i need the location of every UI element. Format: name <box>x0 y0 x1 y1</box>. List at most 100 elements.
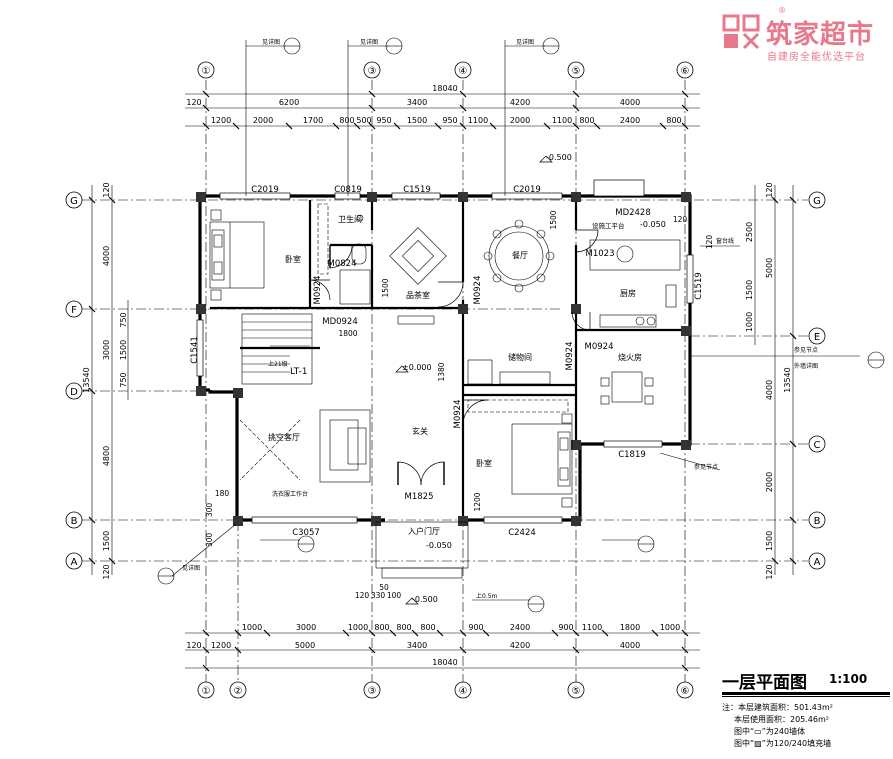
note-area-1: 注：本层建筑面积：501.43m² <box>722 703 833 712</box>
dim-right-main-4: 1500 <box>765 531 774 551</box>
dim-top-detail-2: 2000 <box>253 116 273 125</box>
dim-top-detail-6: 950 <box>376 116 391 125</box>
dim-300-b: 300 <box>205 533 214 548</box>
room-dining: 餐厅 <box>512 251 528 260</box>
axis-top-1: ① <box>202 66 211 77</box>
title-underline-thin <box>722 696 890 697</box>
dim-bottom-main-2: 5000 <box>295 641 315 650</box>
window-C1519: C1519 <box>403 185 431 195</box>
dim-bottom-total: 18040 <box>432 658 457 667</box>
level-zero: ±0.000 <box>402 363 432 372</box>
dim-right-detail-2: 1500 <box>745 280 754 300</box>
dim-top-edge-left: 120 <box>186 98 201 107</box>
dim-top-detail-11: 1100 <box>552 116 572 125</box>
dim-right-total: 13540 <box>783 367 792 392</box>
detail-ref-1: 见详图 <box>262 38 280 46</box>
title-underline <box>722 692 890 695</box>
dim-top-detail-10: 2000 <box>510 116 530 125</box>
window-C2019-a: C2019 <box>251 185 279 195</box>
axis-top-6: ⑥ <box>681 66 690 77</box>
left-callout-note: 见详图 <box>182 564 200 572</box>
dim-top-detail-8: 950 <box>442 116 457 125</box>
dim-left-edge-bottom: 120 <box>102 564 111 579</box>
room-storage: 储物间 <box>508 352 532 362</box>
dim-top-detail-3: 1700 <box>303 116 323 125</box>
level-top: -0.500 <box>546 153 572 162</box>
dim-bottom-detail-10: 1100 <box>582 623 602 632</box>
drawing-title-block: 一层平面图 1:100 注：本层建筑面积：501.43m² 本层使用面积：205… <box>722 668 892 758</box>
door-M1825: M1825 <box>405 492 434 502</box>
window-C2019-b: C2019 <box>513 185 541 195</box>
dim-bottom-main-1: 1200 <box>211 641 231 650</box>
door-M0924-c: M0924 <box>453 400 463 429</box>
step-note: 上0.5m <box>476 592 498 600</box>
axis-right-C: C <box>814 440 821 451</box>
note-area-2: 本层使用面积：205.46m² <box>734 715 829 724</box>
window-C3057: C3057 <box>292 528 320 538</box>
axis-top-4: ④ <box>459 66 468 77</box>
dim-top-detail-9: 1100 <box>468 116 488 125</box>
room-living: 挑空客厅 <box>268 432 300 442</box>
room-outdoor-kitchen: 烧火房 <box>618 352 642 362</box>
dim-330: 330 <box>371 591 386 600</box>
dim-bottom-main-5: 4000 <box>620 641 640 650</box>
axis-top-3: ③ <box>368 66 377 77</box>
washing-table: 洗衣服工作台 <box>272 490 308 498</box>
dim-bottom-main-3: 3400 <box>407 641 427 650</box>
dim-right-edge-bottom: 120 <box>765 564 774 579</box>
room-bathroom: 卫生间 <box>338 214 362 224</box>
note-wall-1: 图中“▭”为240墙体 <box>734 727 806 736</box>
stair-note: 上21级 <box>268 360 288 368</box>
room-foyer: 玄关 <box>412 426 428 436</box>
kitchen-platform-note: 设施工平台 <box>592 221 625 230</box>
dim-bottom-detail-2: 3000 <box>296 623 316 632</box>
window-C2424: C2424 <box>508 528 536 538</box>
room-entrance: 入户门厅 <box>408 526 440 536</box>
drawing-title: 一层平面图 <box>722 673 807 693</box>
axis-bottom-2: ② <box>234 686 243 697</box>
dim-1500-dining: 1500 <box>549 210 558 229</box>
door-MD2428: MD2428 <box>615 208 651 218</box>
dim-bottom-detail-7: 900 <box>468 623 483 632</box>
brand-registered: ® <box>778 6 786 15</box>
axis-right-G: G <box>813 196 821 207</box>
dim-left-main-3: 4800 <box>102 446 111 466</box>
brand-name: 筑家超市 <box>766 20 875 50</box>
drawing-scale: 1:100 <box>829 672 868 686</box>
dim-top-main-1: 6200 <box>279 98 299 107</box>
dim-top-detail-1: 1200 <box>211 116 231 125</box>
dim-top-detail-14: 800 <box>666 116 681 125</box>
door-M0924-d: M0924 <box>313 276 323 305</box>
dim-left-detail-2: 1500 <box>119 340 128 360</box>
dim-180: 180 <box>215 489 230 498</box>
dim-top-main-3: 4200 <box>510 98 530 107</box>
level-bottom: -0.500 <box>412 595 438 604</box>
dim-right-edge-top: 120 <box>765 182 774 197</box>
dim-bottom-detail-1: 1000 <box>242 623 262 632</box>
dim-bottom-detail-12: 1000 <box>660 623 680 632</box>
detail-ref-3: 见详图 <box>516 38 534 46</box>
dim-bottom-detail-3: 1000 <box>348 623 368 632</box>
stair-label: LT-1 <box>290 367 307 377</box>
window-C1541: C1541 <box>190 336 200 364</box>
axis-bottom-5: ⑤ <box>572 686 581 697</box>
side-note: 窗台线 <box>716 237 734 245</box>
dim-1380: 1380 <box>437 362 446 381</box>
dim-bottom-edge-left: 120 <box>186 641 201 650</box>
dim-bottom-detail-9: 900 <box>558 623 573 632</box>
dim-120-right: 120 <box>705 235 714 250</box>
room-kitchen: 厨房 <box>620 288 636 298</box>
right-note-2: 外墙详图 <box>794 362 818 370</box>
dim-left-detail-3: 750 <box>119 372 128 387</box>
dim-bottom-detail-4: 800 <box>374 623 389 632</box>
dim-top-main-2: 3400 <box>407 98 427 107</box>
dim-bottom-detail-6: 800 <box>420 623 435 632</box>
axis-left-D: D <box>70 387 78 398</box>
brand-logo: ® 筑家超市 自建房全能优选平台 <box>718 6 890 63</box>
dim-bottom-detail-5: 800 <box>396 623 411 632</box>
dim-1500-bath: 1500 <box>381 278 390 297</box>
dim-1200: 1200 <box>473 492 482 511</box>
dim-300: 300 <box>205 503 214 518</box>
door-M0824: M0824 <box>328 259 357 269</box>
dim-120-kitchen: 120 <box>673 215 688 224</box>
